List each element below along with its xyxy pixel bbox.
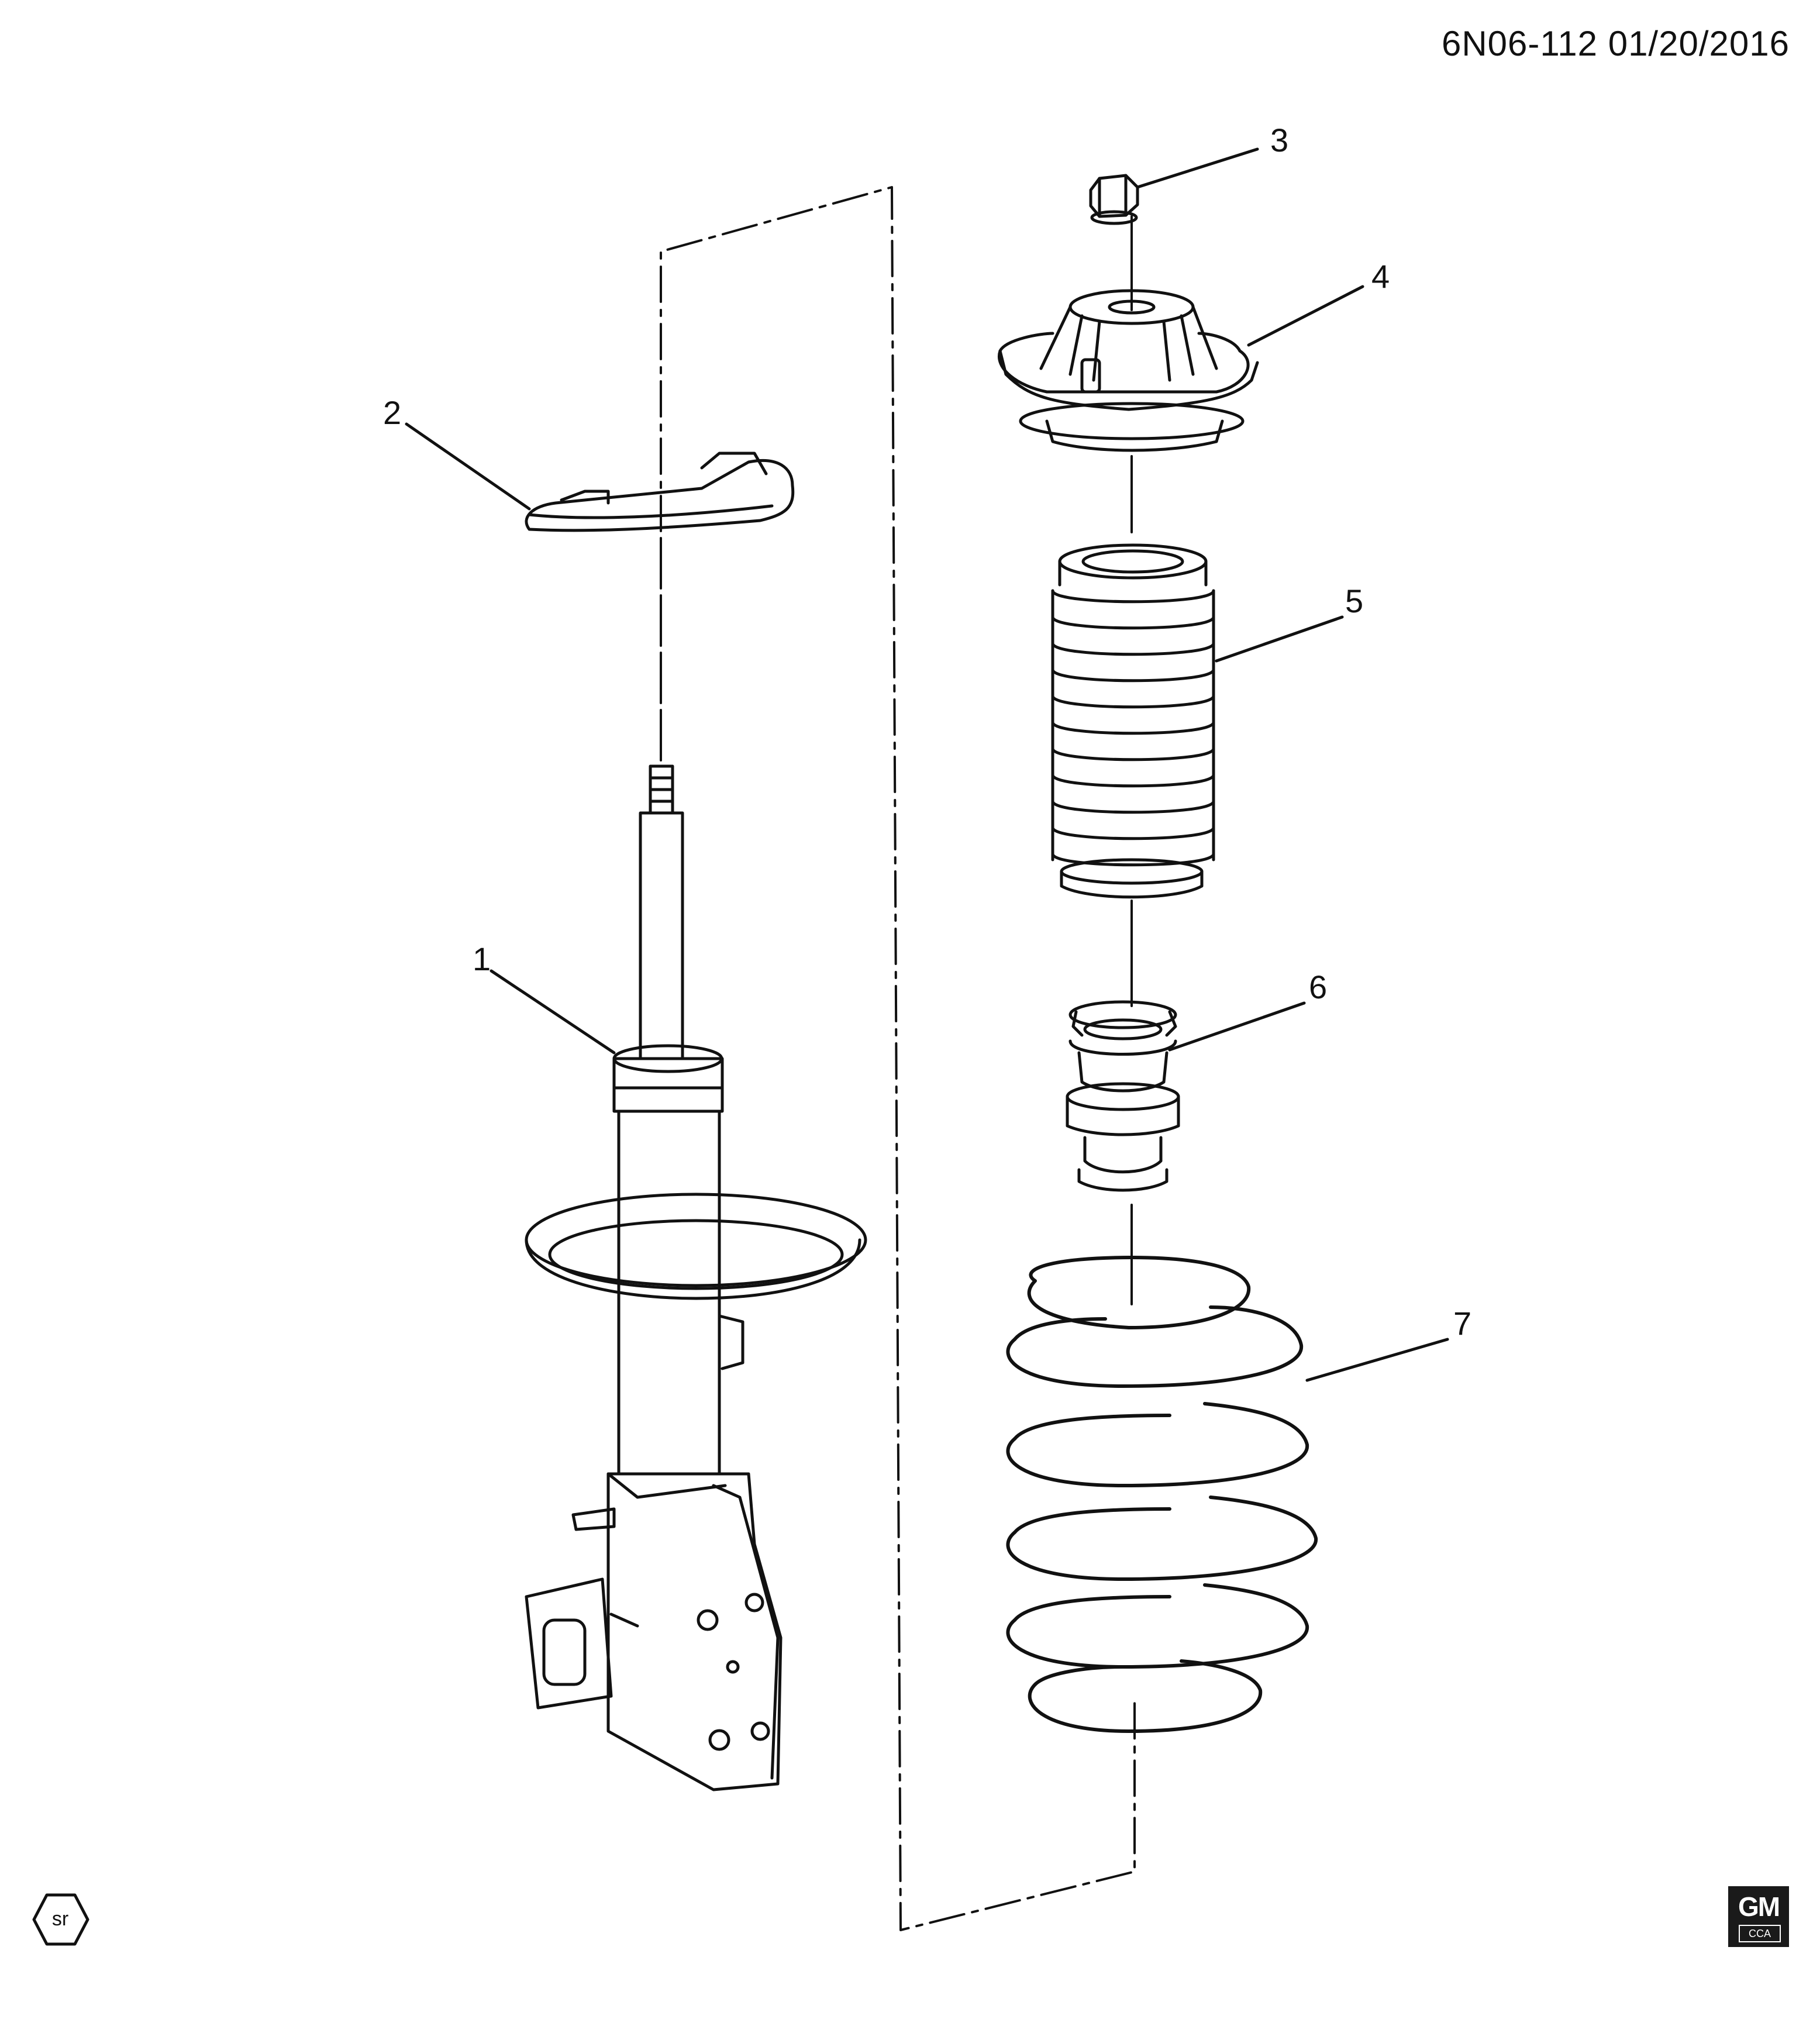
gm-logo: GM CCA [1728,1886,1789,1947]
callout-6: 6 [1309,969,1328,1005]
callout-4: 4 [1371,258,1390,295]
diagram-id-date: 6N06-112 01/20/2016 [1441,24,1790,63]
callout-5: 5 [1345,583,1364,619]
gm-logo-letters: GM [1738,1891,1780,1922]
callout-1: 1 [473,940,491,977]
gm-logo-sub: CCA [1739,1925,1781,1942]
assembly-phantom-line [660,186,1136,1931]
coil-spring [1006,1256,1318,1733]
strut-assembly [525,764,867,1791]
flange-nut [1089,174,1139,225]
strut-mount [998,289,1259,452]
callout-2: 2 [383,394,402,431]
jounce-bumper [1066,1000,1180,1192]
sr-label: sr [51,1908,69,1930]
callout-3: 3 [1270,122,1289,158]
callout-7: 7 [1453,1305,1472,1342]
dust-boot [1051,543,1215,899]
sr-hexagon-icon [32,1893,89,1946]
upper-insulator [525,452,795,532]
leader-lines [405,147,1449,1382]
